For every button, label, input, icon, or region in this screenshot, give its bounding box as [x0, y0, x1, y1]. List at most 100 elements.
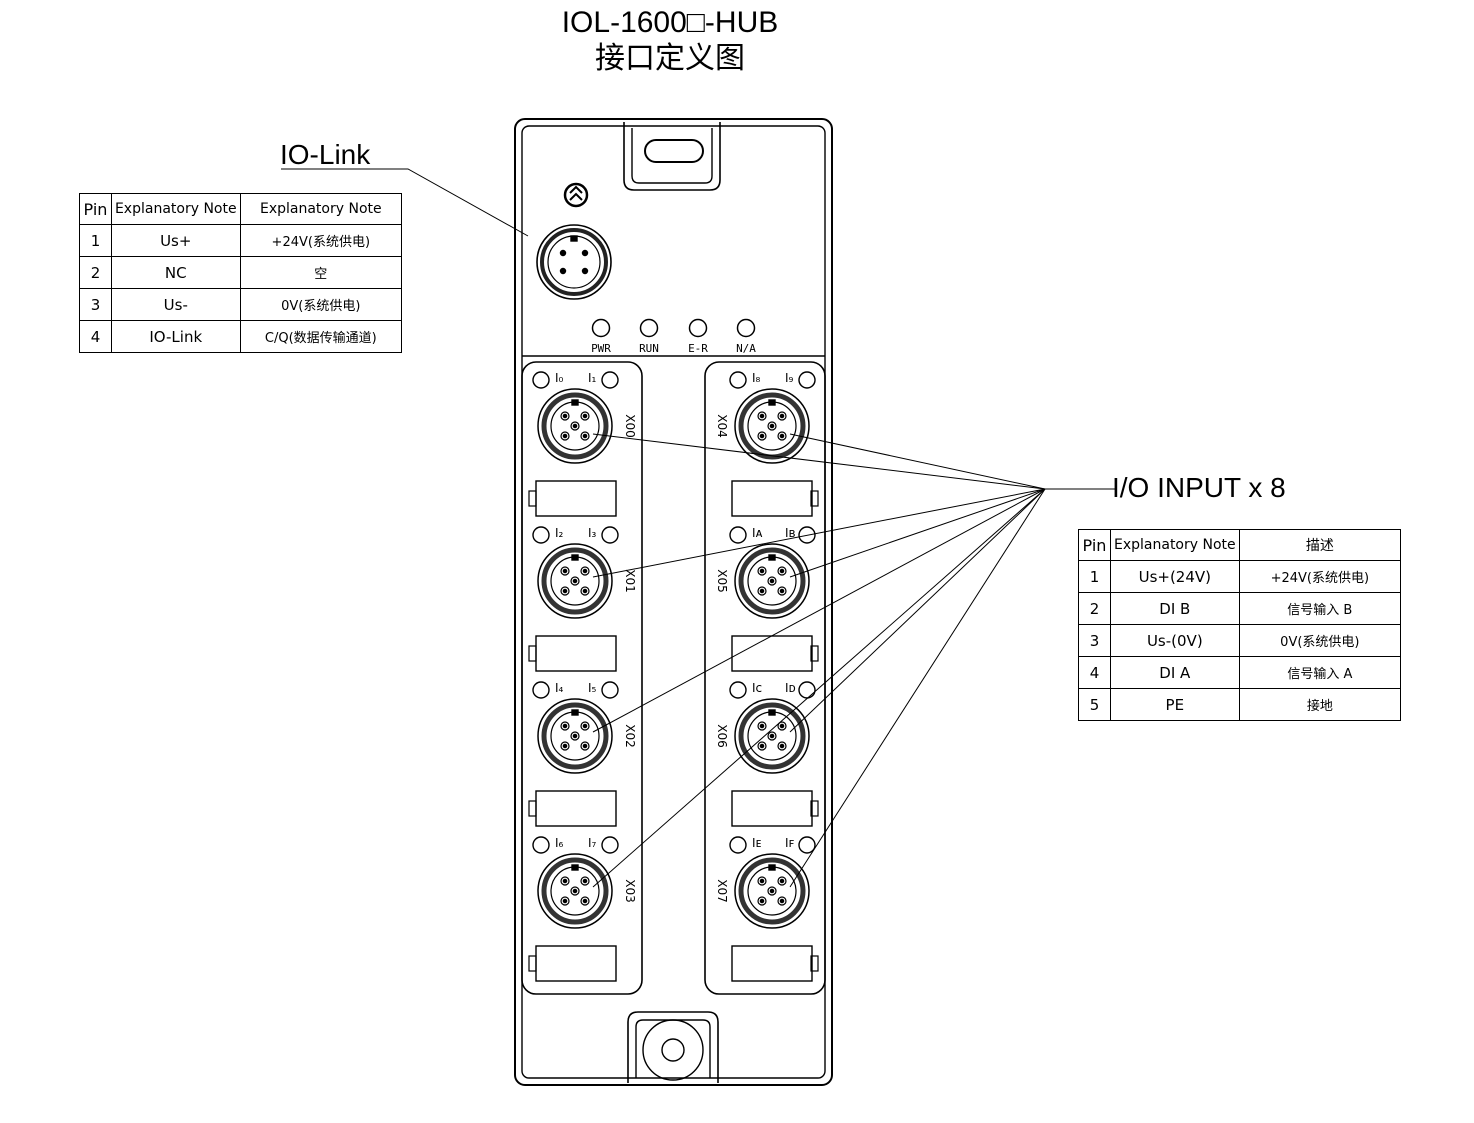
m12-connector — [537, 698, 613, 774]
left-port-panel — [521, 361, 643, 995]
pin-description: 信号输入 A — [1238, 656, 1402, 689]
input-led — [729, 526, 747, 544]
led-label: RUN — [639, 342, 659, 355]
pin-note: PE — [1109, 688, 1240, 721]
input-led — [532, 371, 550, 389]
top-mount-tab-inner — [631, 128, 713, 184]
header-note: Explanatory Note — [1109, 529, 1240, 561]
diagram-title-subtitle: 接口定义图 — [595, 42, 745, 75]
input-led — [729, 371, 747, 389]
led-indicator — [591, 318, 611, 338]
pin-number: 4 — [1078, 656, 1111, 689]
m12-connector — [734, 543, 810, 619]
input-led — [798, 526, 816, 544]
io-leader-lines — [592, 433, 1046, 888]
input-label: I₆ — [555, 836, 564, 850]
pin-note: DI A — [1109, 656, 1240, 689]
header-note: Explanatory Note — [110, 193, 241, 225]
m12-connector — [734, 388, 810, 464]
pin-number: 3 — [79, 288, 112, 321]
pin-description: 0V(系统供电) — [239, 288, 403, 321]
pin-number: 4 — [79, 320, 112, 353]
pin-number: 2 — [1078, 592, 1111, 625]
io-leader-line — [592, 488, 1046, 888]
input-led — [798, 836, 816, 854]
input-led — [532, 681, 550, 699]
pin-note: DI B — [1109, 592, 1240, 625]
led-indicator — [736, 318, 756, 338]
input-label: Iꜰ — [785, 836, 795, 850]
pin-number: 1 — [1078, 560, 1111, 593]
device-body-outer — [514, 118, 833, 1086]
bottom-mount-hole — [661, 1038, 685, 1062]
led-indicator — [688, 318, 708, 338]
label-slot — [535, 790, 617, 827]
input-led — [601, 836, 619, 854]
io-leader-line — [789, 488, 1046, 733]
mount-slot — [644, 139, 704, 163]
label-slot — [535, 945, 617, 982]
port-name: X00 — [623, 414, 637, 438]
label-slot-tab — [810, 955, 819, 972]
pin-description: 信号输入 B — [1238, 592, 1402, 625]
label-slot-tab — [810, 490, 819, 507]
label-slot-tab — [810, 800, 819, 817]
pin-description: 0V(系统供电) — [1238, 624, 1402, 657]
io-leader-line — [789, 488, 1046, 578]
io-leader-line — [592, 488, 1046, 733]
pin-note: Us-(0V) — [1109, 624, 1240, 657]
diagram-title-model: IOL-1600□-HUB — [561, 6, 779, 39]
input-label: Iᴀ — [752, 526, 763, 540]
input-led — [532, 526, 550, 544]
input-label: I₃ — [588, 526, 597, 540]
label-slot — [731, 480, 813, 517]
port-name: X03 — [623, 879, 637, 903]
port-name: X07 — [715, 879, 729, 903]
pin-note: Us+ — [110, 224, 241, 257]
pin-number: 3 — [1078, 624, 1111, 657]
label-slot-tab — [528, 645, 537, 662]
pin-note: NC — [110, 256, 241, 289]
input-label: I₅ — [588, 681, 597, 695]
iolink-connector — [536, 224, 612, 300]
io-input-label: I/O INPUT x 8 — [1112, 472, 1286, 503]
input-led — [798, 371, 816, 389]
input-label: I₀ — [555, 371, 564, 385]
bottom-mount-tab-inner — [635, 1019, 711, 1078]
input-led — [601, 526, 619, 544]
port-name: X05 — [715, 569, 729, 593]
input-led — [729, 681, 747, 699]
pin-description: 接地 — [1238, 688, 1402, 721]
pin-description: +24V(系统供电) — [239, 224, 403, 257]
pin-description: +24V(系统供电) — [1238, 560, 1402, 593]
input-led — [798, 681, 816, 699]
label-slot — [731, 635, 813, 672]
input-label: Iʙ — [785, 526, 796, 540]
led-label: E-R — [688, 342, 708, 355]
m12-connector — [734, 698, 810, 774]
pin-description: 空 — [239, 256, 403, 289]
port-name: X01 — [623, 569, 637, 593]
m12-connector — [537, 853, 613, 929]
label-slot — [535, 480, 617, 517]
port-name: X04 — [715, 414, 729, 438]
m12-connector — [537, 388, 613, 464]
led-label: PWR — [591, 342, 611, 355]
